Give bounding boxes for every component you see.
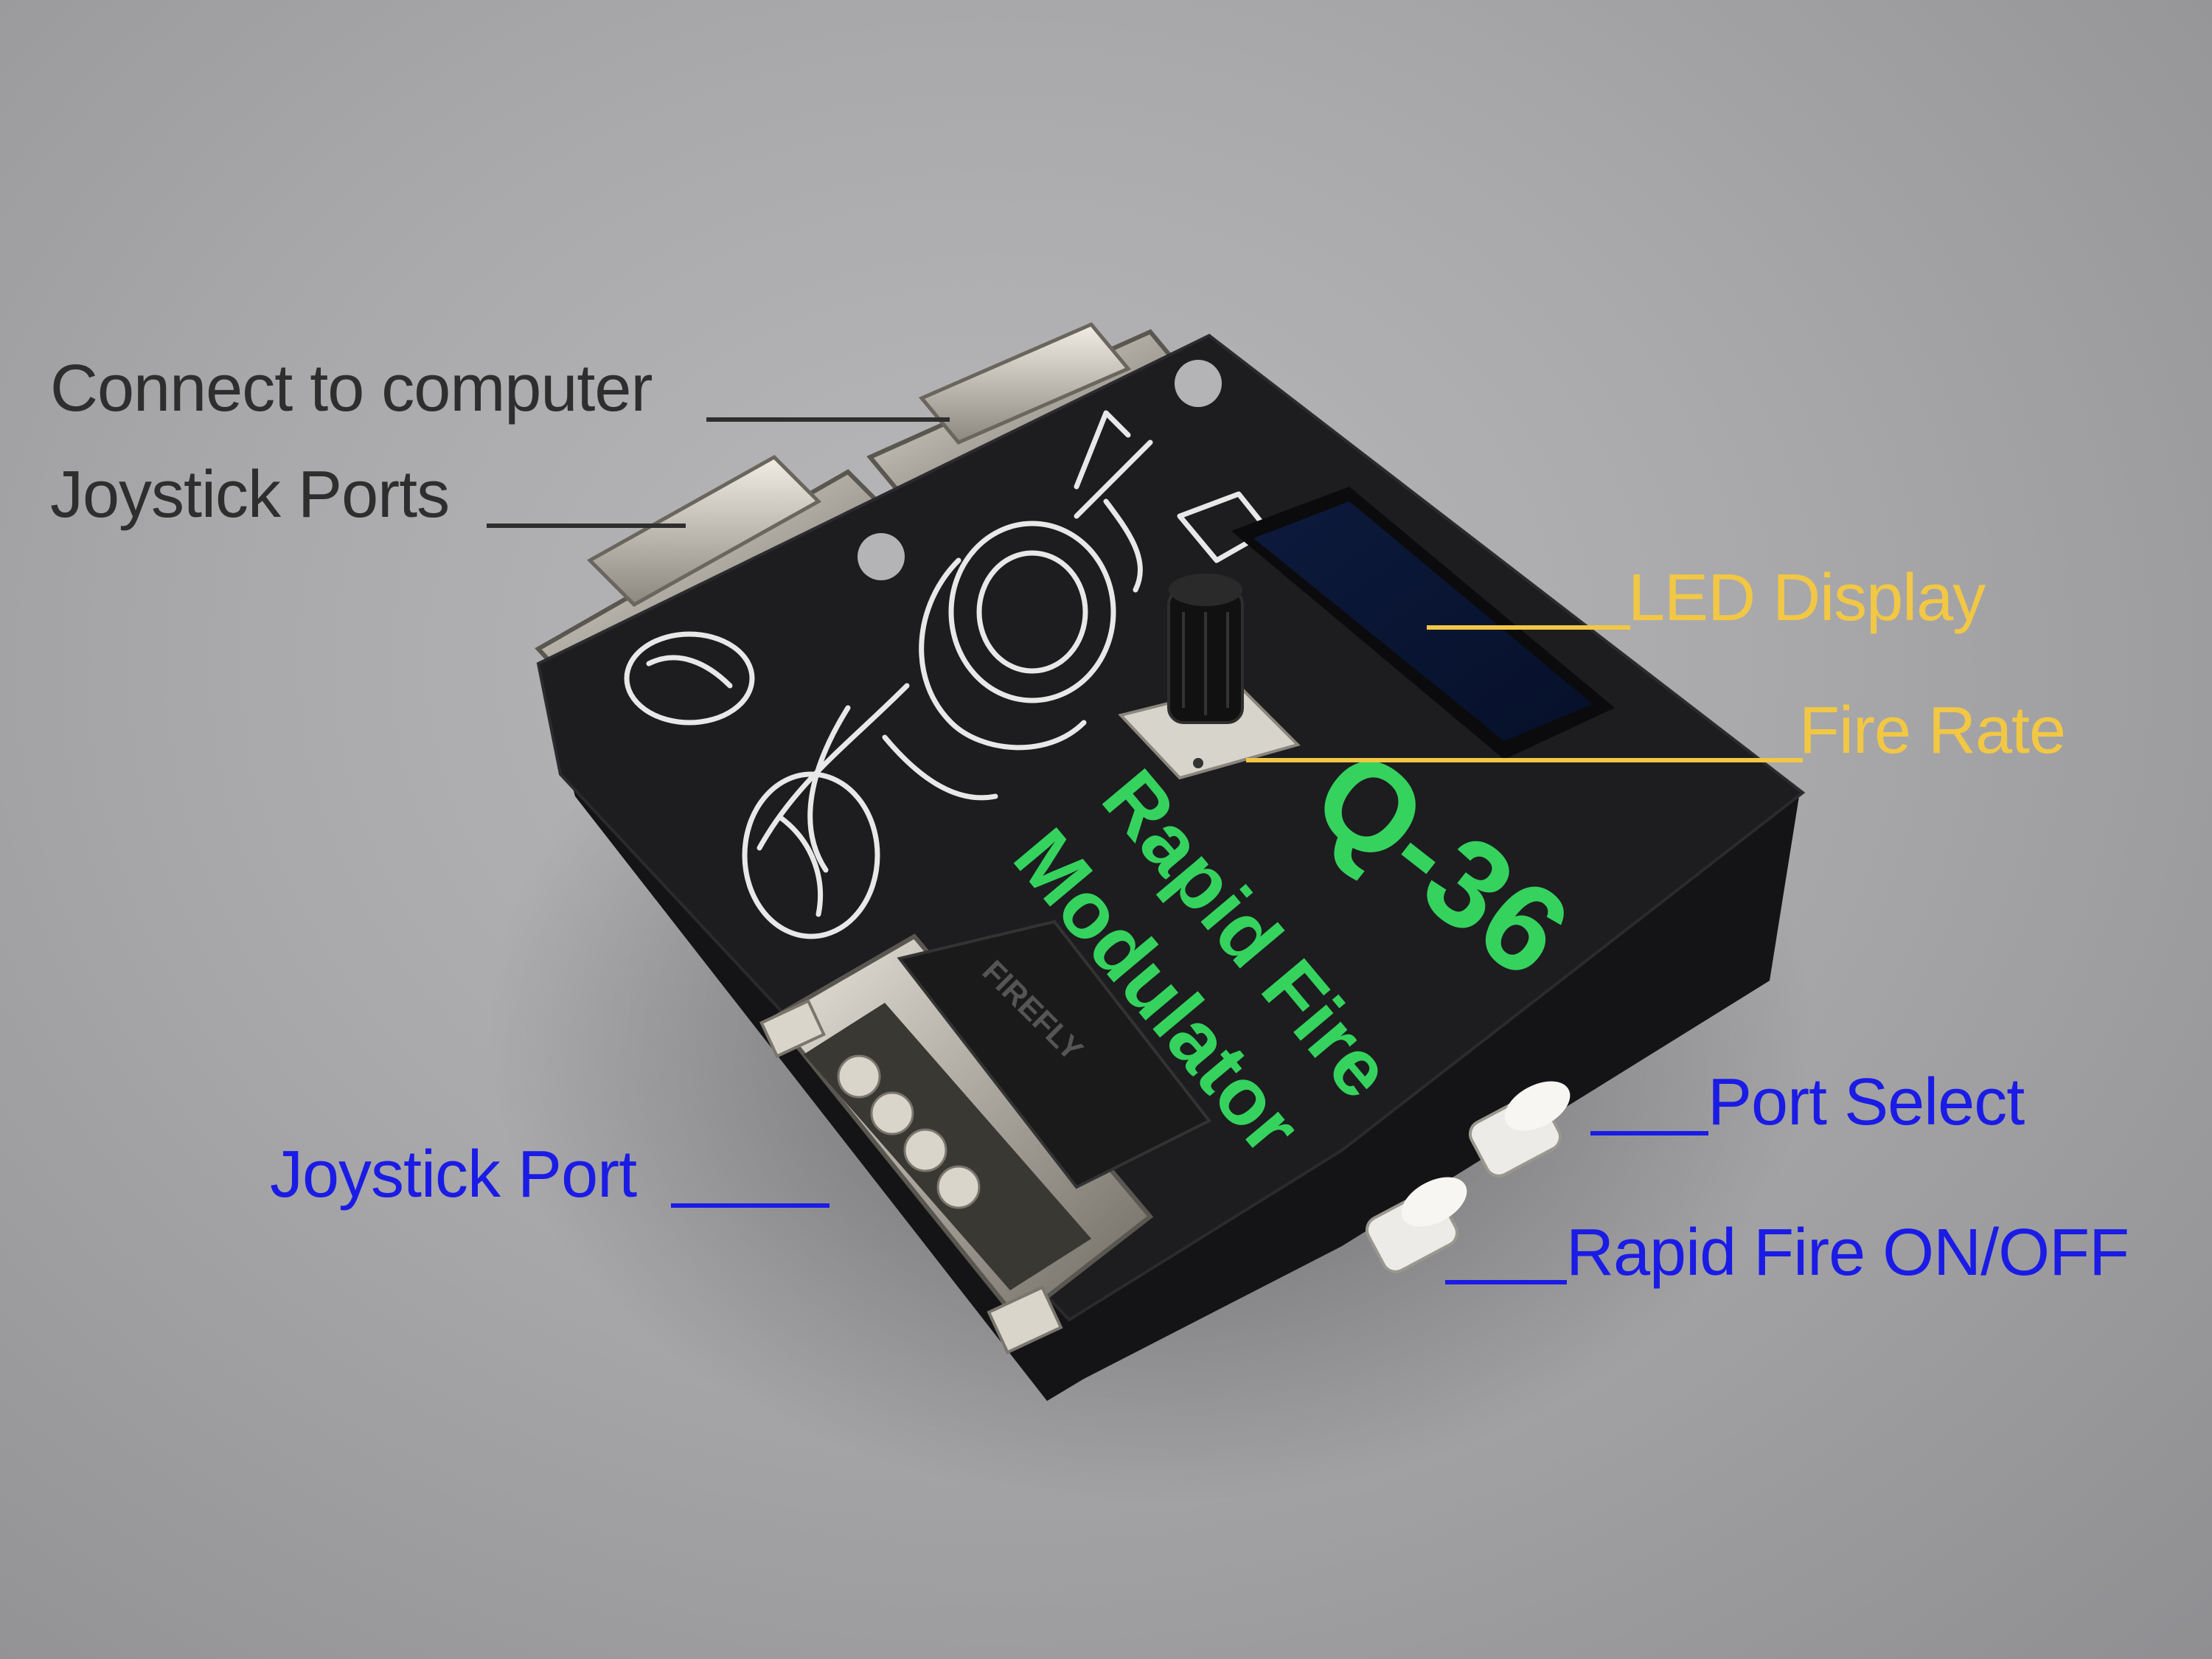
leader-fire-rate — [1246, 758, 1803, 762]
label-joystick-port: Joystick Port — [270, 1138, 637, 1211]
led-display-window — [1231, 487, 1615, 759]
label-rapid-fire-toggle: Rapid Fire ON/OFF — [1566, 1216, 2129, 1290]
rapid-fire-toggle-button — [1366, 1177, 1467, 1273]
port-select-button — [1469, 1081, 1571, 1178]
leader-joystick-port — [671, 1203, 830, 1208]
leader-rapid-fire-toggle — [1445, 1280, 1567, 1284]
leader-joystick-ports — [487, 524, 686, 528]
label-fire-rate: Fire Rate — [1799, 694, 2066, 768]
label-port-select: Port Select — [1708, 1065, 2025, 1139]
label-connect-to-computer: Connect to computer — [50, 352, 653, 425]
leader-port-select — [1590, 1131, 1708, 1135]
screw-hole-top — [1175, 360, 1222, 407]
astronaut-engraving — [624, 410, 1271, 939]
front-joystick-port: FIREFLY — [759, 919, 1212, 1354]
leader-led-display — [1427, 625, 1630, 630]
screw-hole-left — [858, 533, 905, 580]
label-joystick-ports: Joystick Ports — [50, 458, 450, 532]
fire-rate-knob — [1118, 574, 1301, 780]
leader-connect-to-computer — [706, 417, 950, 422]
label-led-display: LED Display — [1628, 561, 1986, 635]
side-buttons — [1366, 1081, 1571, 1273]
